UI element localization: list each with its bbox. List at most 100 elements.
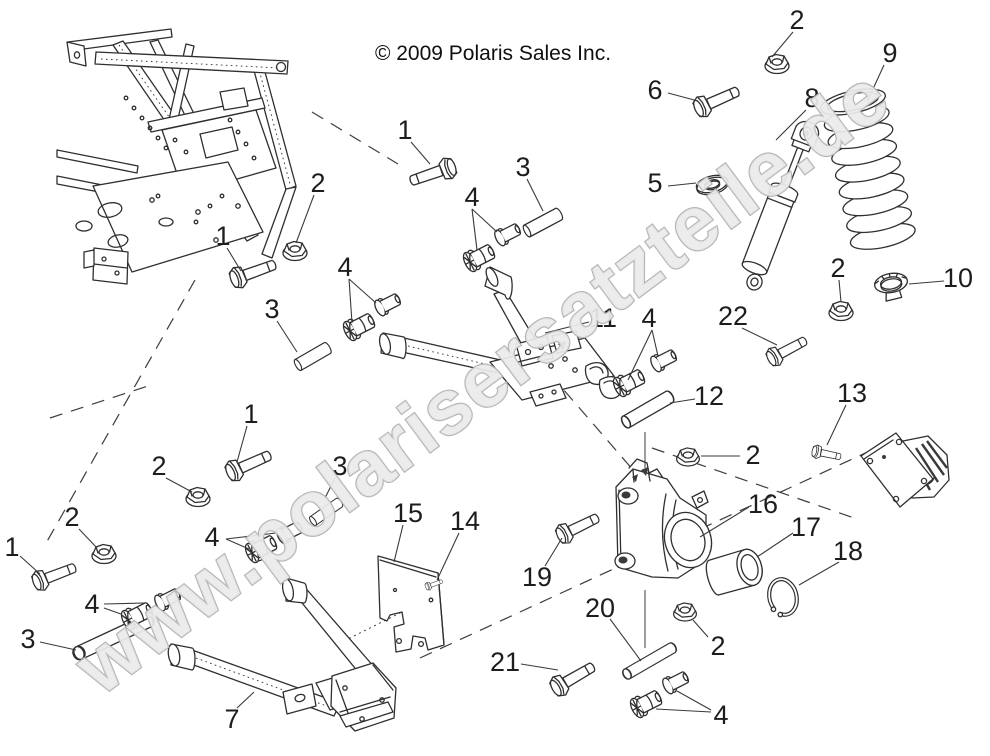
callout-number-2: 2 — [789, 5, 804, 35]
bolt-1a — [406, 154, 460, 193]
callout-number-6: 6 — [647, 75, 662, 105]
pin-20 — [620, 640, 679, 682]
callout-number-20: 20 — [585, 593, 615, 623]
callout-leader-line — [324, 477, 336, 499]
bushing-small-f — [659, 668, 692, 697]
nut-2g — [672, 602, 698, 622]
callout-number-11: 11 — [589, 303, 617, 333]
bolt-1b — [226, 253, 280, 292]
callout-number-2: 2 — [310, 168, 325, 198]
callout-leader-line — [699, 506, 750, 538]
callout-number-4: 4 — [204, 522, 219, 552]
callout-leader-line — [667, 92, 699, 102]
bolt-6 — [690, 80, 744, 121]
frame-illustration — [56, 28, 297, 285]
callout-leader-line — [225, 538, 250, 550]
callout-number-3: 3 — [515, 152, 530, 182]
callout-leader-line — [692, 619, 709, 638]
callout-number-18: 18 — [833, 536, 863, 566]
callout-number-4: 4 — [337, 252, 352, 282]
callout-leader-line — [103, 607, 122, 615]
callout-leader-line — [544, 537, 563, 567]
callout-number-14: 14 — [450, 506, 480, 536]
callout-leader-line — [276, 320, 298, 353]
callout-leader-line — [436, 532, 460, 581]
callout-leader-line — [410, 141, 431, 165]
callout-number-10: 10 — [943, 263, 973, 293]
callout-leader-line — [520, 663, 559, 671]
brake-caliper — [860, 432, 950, 508]
pin-3b — [292, 340, 334, 373]
bushing-small-b — [371, 290, 404, 319]
bolt-1d — [29, 556, 80, 594]
frame-rivet-holes — [123, 95, 257, 225]
callout-leader-line — [798, 561, 840, 586]
callout-number-2: 2 — [151, 451, 166, 481]
tube-12 — [618, 388, 677, 431]
callout-leader-line — [236, 691, 255, 709]
callout-leader-line — [471, 208, 498, 233]
callout-number-1: 1 — [397, 115, 412, 145]
callout-leader-line — [236, 425, 248, 463]
coil-spring — [820, 88, 916, 250]
callout-leader-line — [39, 641, 77, 651]
callout-leader-line — [103, 602, 146, 605]
callout-number-21: 21 — [490, 647, 520, 677]
callout-leader-line — [225, 532, 277, 540]
callout-leader-line — [348, 278, 353, 324]
callout-leader-line — [348, 278, 377, 304]
bolt-21 — [546, 656, 600, 700]
shock-absorber — [741, 120, 820, 291]
callout-number-12: 12 — [694, 381, 724, 411]
callout-leader-line — [471, 208, 478, 251]
callout-number-1: 1 — [243, 399, 258, 429]
callout-leader-line — [526, 178, 544, 212]
callout-number-8: 8 — [804, 83, 819, 113]
copyright-text: © 2009 Polaris Sales Inc. — [375, 42, 611, 65]
nut-2c — [828, 300, 854, 322]
callout-number-22: 22 — [718, 301, 748, 331]
callout-number-3: 3 — [332, 451, 347, 481]
snap-ring — [767, 577, 799, 618]
callout-leader-line — [627, 329, 653, 381]
callout-leader-line — [226, 247, 242, 272]
upper-a-arm — [378, 266, 623, 407]
callout-leader-line — [775, 109, 807, 141]
callout-number-4: 4 — [713, 700, 728, 730]
callout-number-9: 9 — [882, 38, 897, 68]
callout-number-15: 15 — [393, 498, 423, 528]
callout-leader-line — [866, 64, 885, 103]
callout-leader-line — [165, 477, 193, 493]
bushing-small-c — [647, 346, 680, 375]
callout-leader-line — [771, 31, 794, 58]
lower-a-arm — [167, 577, 397, 732]
callout-leader-line — [756, 532, 794, 558]
flat-washer — [695, 174, 729, 196]
callout-leader-line — [741, 327, 778, 346]
callout-number-2: 2 — [64, 502, 79, 532]
callout-leader-line — [655, 708, 712, 713]
nut-2a — [764, 53, 790, 75]
pin-3a — [521, 206, 565, 239]
bolt-22 — [763, 330, 812, 370]
bolt-13 — [810, 443, 843, 464]
bushing-large-b — [340, 309, 379, 344]
callout-number-3: 3 — [20, 624, 35, 654]
callout-number-13: 13 — [837, 378, 867, 408]
callout-number-4: 4 — [464, 182, 479, 212]
guard-plate — [377, 555, 445, 653]
callout-leader-line — [676, 690, 712, 711]
callout-number-17: 17 — [791, 512, 821, 542]
wheel-bearing — [705, 548, 763, 596]
callout-number-2: 2 — [745, 440, 760, 470]
callout-leader-line — [78, 528, 98, 549]
nut-2d — [675, 447, 701, 467]
callout-number-19: 19 — [522, 562, 552, 592]
bushing-small-a — [491, 220, 524, 249]
callout-leader-line — [544, 321, 590, 334]
bolt-1c — [222, 444, 276, 485]
callout-number-1: 1 — [4, 532, 19, 562]
